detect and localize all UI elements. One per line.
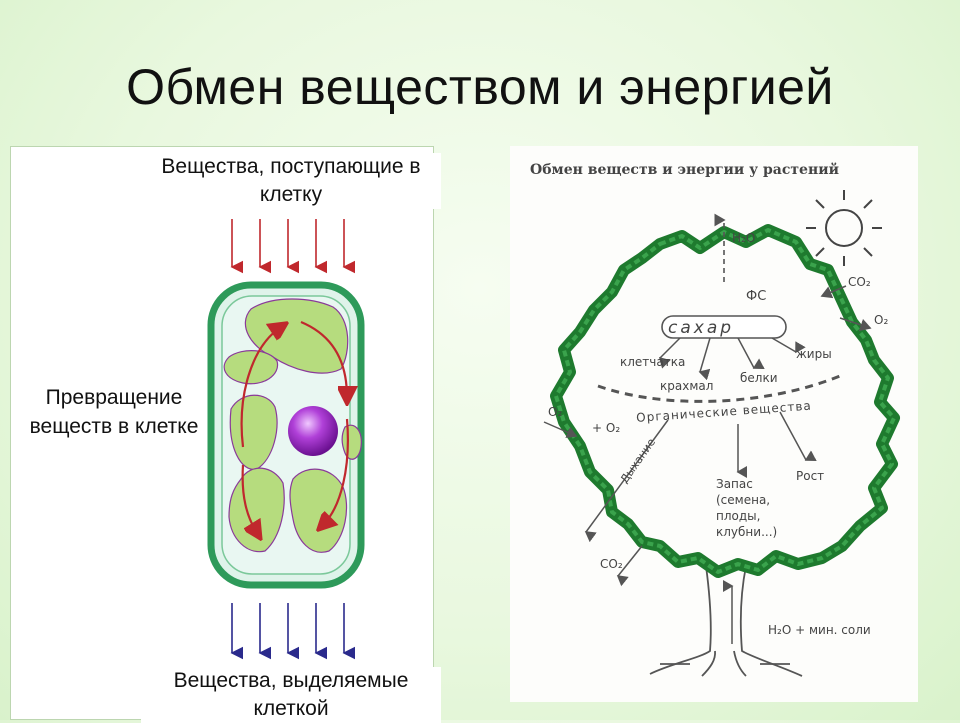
sugar-label: сахар (668, 318, 734, 338)
page-title: Обмен веществом и энергией (126, 59, 834, 115)
cellulose-label: клетчатка (620, 355, 685, 369)
organic-substances-label: Органические вещества (636, 399, 812, 425)
respiration-label: Дыхание (618, 436, 658, 486)
cell-illustration (207, 219, 365, 660)
nucleus (288, 406, 338, 456)
plant-metabolism-diagram: Обмен веществ и энергии у растений (510, 146, 918, 702)
o2-right-label: O₂ (874, 313, 888, 327)
sun-icon (806, 190, 882, 266)
plus-o2-label: + O₂ (592, 421, 620, 435)
tree-trunk (649, 565, 803, 677)
plant-heading: Обмен веществ и энергии у растений (530, 161, 839, 178)
incoming-substances-label: Вещества, поступающие в клетку (141, 153, 441, 209)
storage-label-3: плоды, (716, 509, 760, 523)
incoming-arrows (230, 219, 356, 274)
transformation-label: Превращение веществ в клетке (29, 386, 199, 438)
proteins-label: белки (740, 371, 778, 385)
plant-illustration: Обмен веществ и энергии у растений (530, 161, 900, 677)
co2-top-label: CO₂ (848, 275, 871, 289)
h2o-label: H₂O (732, 231, 755, 245)
o2-left-label: O₂ (548, 405, 562, 419)
cyclosis-arrows (240, 322, 348, 533)
storage-label-4: клубни...) (716, 525, 777, 539)
outgoing-substances-label: Вещества, выделяемые клеткой (141, 667, 441, 723)
storage-label-2: (семена, (716, 493, 770, 507)
outgoing-arrows (230, 603, 356, 660)
fats-label: жиры (796, 347, 832, 361)
fs-label: ФС (746, 289, 766, 304)
growth-label: Рост (796, 469, 824, 483)
co2-bottom-label: CO₂ (600, 557, 623, 571)
cell-diagram: Вещества, поступающие в клетку Превращен… (10, 146, 441, 723)
starch-label: крахмал (660, 379, 713, 393)
sugar-capsule (661, 315, 787, 339)
storage-label-1: Запас (716, 477, 753, 491)
soil-uptake-label: H₂O + мин. соли (768, 623, 871, 637)
